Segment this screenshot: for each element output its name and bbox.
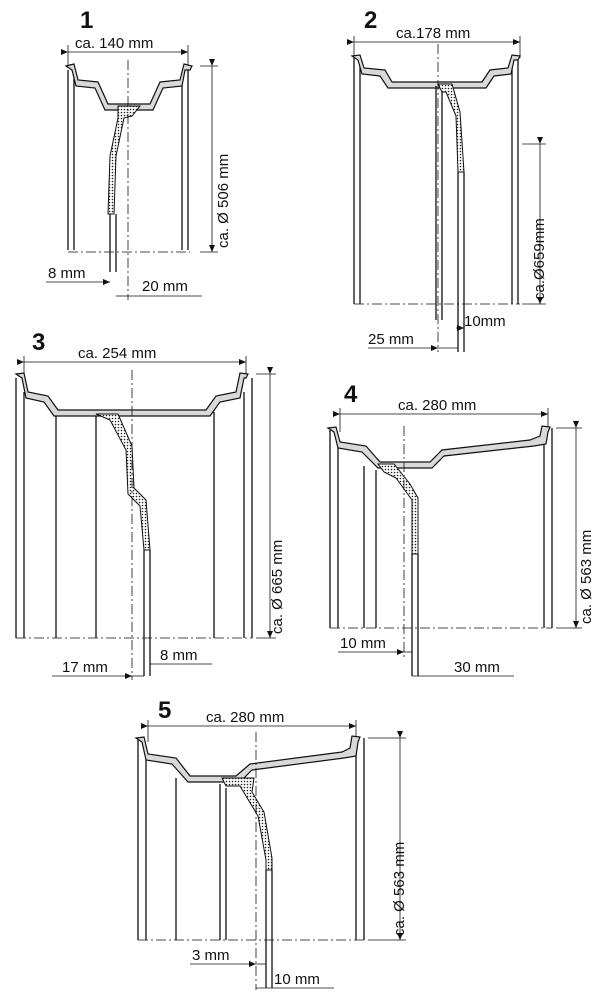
diagram-1-diameter-label: ca. Ø 506 mm xyxy=(215,154,232,248)
diagram-4-rim-profile xyxy=(326,425,551,469)
diagram-3-offset-right-label: 8 mm xyxy=(160,647,198,664)
diagram-5-rim-profile xyxy=(134,735,361,783)
diagram-2-width-label: ca.178 mm xyxy=(396,25,470,42)
diagram-2-diameter-label: ca.Ø659mm xyxy=(531,218,548,300)
diagram-1: 1 ca. 140 mm ca. Ø 506 mm 8 mm 20 mm xyxy=(46,7,232,300)
diagram-5-offset-left-label: 3 mm xyxy=(192,947,230,964)
diagram-4-number: 4 xyxy=(344,381,358,408)
diagram-4-offset-right-label: 30 mm xyxy=(454,659,500,676)
diagram-3-offset-left-label: 17 mm xyxy=(62,659,108,676)
diagram-1-offset-left-label: 8 mm xyxy=(48,265,86,282)
diagram-5-offset-right-label: 10 mm xyxy=(274,971,320,988)
diagram-5-width-label: ca. 280 mm xyxy=(206,709,284,726)
diagram-3-rim-profile xyxy=(14,372,249,417)
diagram-2-offset-right-label: 10mm xyxy=(464,313,506,330)
diagram-3-number: 3 xyxy=(32,329,45,356)
diagram-5-diameter-label: ca. Ø 563 mm xyxy=(391,842,408,936)
diagram-3: 3 ca. 254 mm ca. Ø 665 mm 8 mm 17 mm xyxy=(14,329,286,680)
diagram-4: 4 ca. 280 mm ca. Ø 563 mm 10 mm 30 mm xyxy=(326,381,595,677)
diagram-2-number: 2 xyxy=(364,7,377,34)
diagram-3-width-label: ca. 254 mm xyxy=(78,345,156,362)
diagram-4-diameter-label: ca. Ø 563 mm xyxy=(578,530,595,624)
diagram-2-rim-profile xyxy=(350,54,521,89)
diagram-5: 5 ca. 280 mm ca. Ø 563 mm 3 mm 10 mm xyxy=(134,697,408,990)
diagram-5-spoke xyxy=(221,777,273,871)
diagram-4-spoke xyxy=(377,463,419,555)
diagram-1-spoke xyxy=(107,105,142,215)
diagram-1-number: 1 xyxy=(80,7,93,34)
diagram-2-offset-left-label: 25 mm xyxy=(368,331,414,348)
diagram-3-spoke xyxy=(95,413,151,551)
diagram-4-width-label: ca. 280 mm xyxy=(398,397,476,414)
diagram-3-diameter-label: ca. Ø 665 mm xyxy=(269,540,286,634)
diagram-2: 2 ca.178 mm ca.Ø659mm 10mm 25 mm xyxy=(347,7,548,352)
diagram-1-rim-profile xyxy=(64,63,193,111)
diagram-4-offset-left-label: 10 mm xyxy=(340,635,386,652)
diagram-5-number: 5 xyxy=(158,697,171,724)
diagram-1-width-label: ca. 140 mm xyxy=(75,35,153,52)
diagram-1-offset-right-label: 20 mm xyxy=(142,278,188,295)
